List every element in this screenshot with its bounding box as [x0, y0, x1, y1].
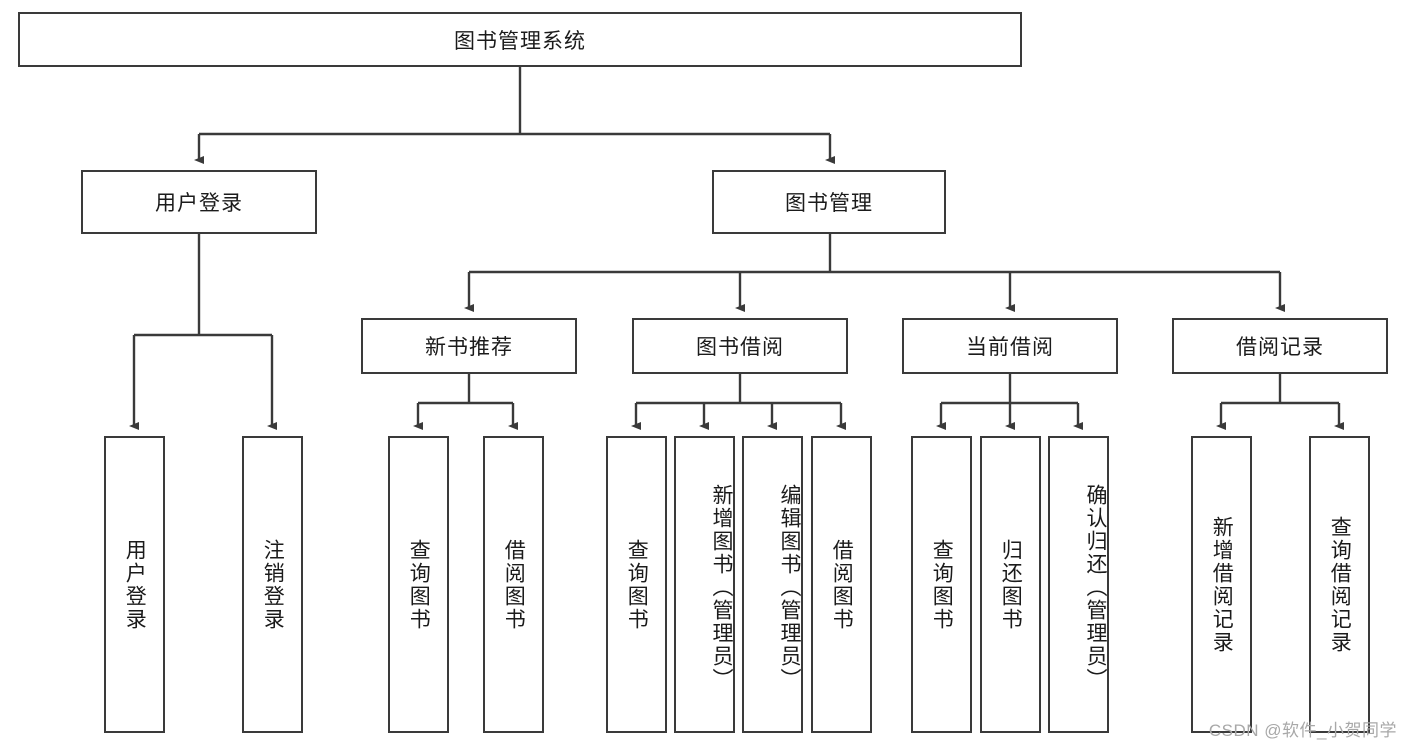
leaf-query-book-recommend[interactable]: 查询图书: [388, 436, 449, 733]
leaf-edit-book-admin[interactable]: 编辑图书（管理员）: [742, 436, 803, 733]
leaf-borrow-book[interactable]: 借阅图书: [811, 436, 872, 733]
leaf-user-login[interactable]: 用户登录: [104, 436, 165, 733]
leaf-add-borrow-record[interactable]: 新增借阅记录: [1191, 436, 1252, 733]
node-book-borrow[interactable]: 图书借阅: [632, 318, 848, 374]
leaf-add-book-admin[interactable]: 新增图书（管理员）: [674, 436, 735, 733]
leaf-query-borrow-record[interactable]: 查询借阅记录: [1309, 436, 1370, 733]
csdn-watermark: CSDN @软件_小贺同学: [1208, 721, 1397, 740]
leaf-borrow-book-recommend[interactable]: 借阅图书: [483, 436, 544, 733]
leaf-return-book[interactable]: 归还图书: [980, 436, 1041, 733]
node-borrow-record[interactable]: 借阅记录: [1172, 318, 1388, 374]
node-user-login[interactable]: 用户登录: [81, 170, 317, 234]
node-new-book-recommend[interactable]: 新书推荐: [361, 318, 577, 374]
leaf-logout[interactable]: 注销登录: [242, 436, 303, 733]
node-root[interactable]: 图书管理系统: [18, 12, 1022, 67]
leaf-query-book-borrow[interactable]: 查询图书: [606, 436, 667, 733]
node-current-borrow[interactable]: 当前借阅: [902, 318, 1118, 374]
leaf-confirm-return-admin[interactable]: 确认归还（管理员）: [1048, 436, 1109, 733]
leaf-query-book-current[interactable]: 查询图书: [911, 436, 972, 733]
node-book-management[interactable]: 图书管理: [712, 170, 946, 234]
